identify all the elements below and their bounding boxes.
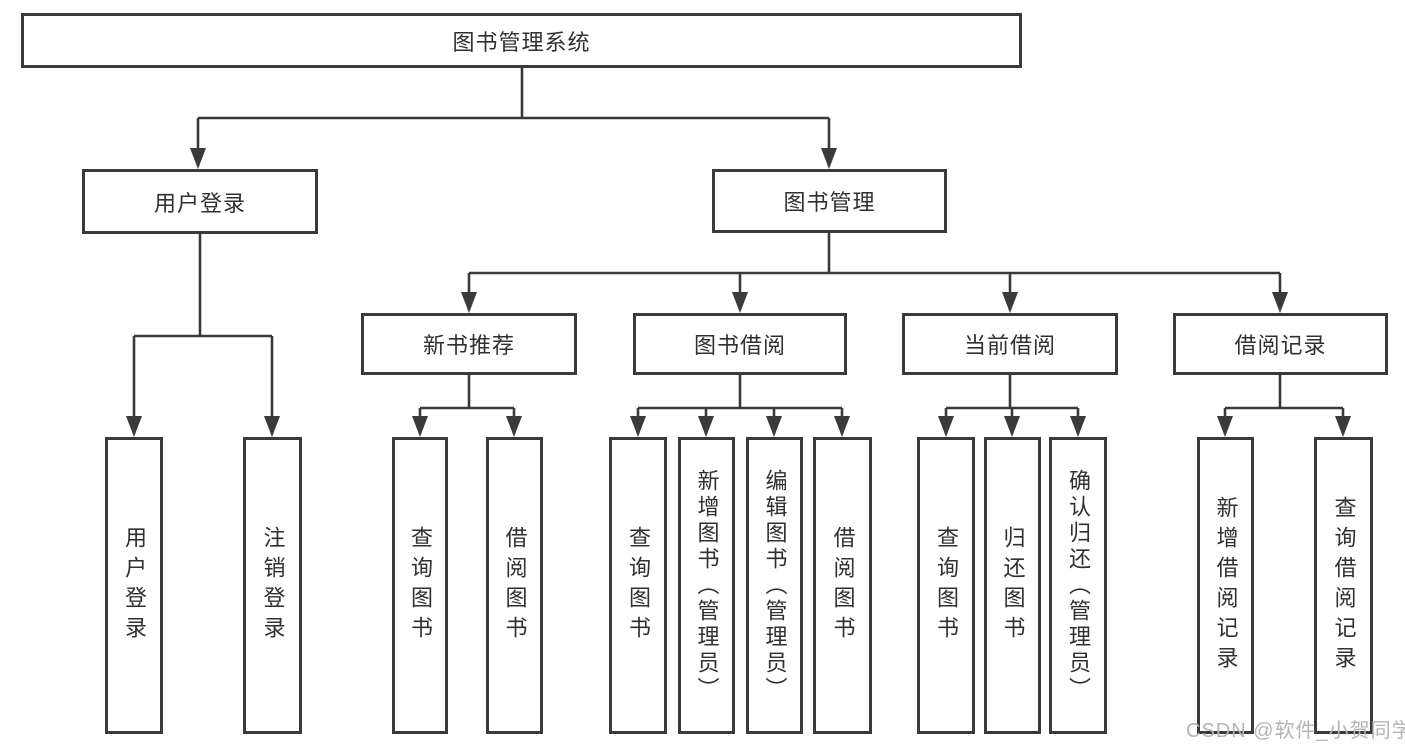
node-root: 图书管理系统 xyxy=(21,13,1022,68)
node-borrow-records: 借阅记录 xyxy=(1173,313,1388,375)
leaf-br-query-borrow-record: 查询借阅记录 xyxy=(1314,437,1373,734)
node-new-book-recommend: 新书推荐 xyxy=(361,313,577,375)
leaf-cb-query-books: 查询图书 xyxy=(917,437,975,734)
node-book-management-label: 图书管理 xyxy=(783,190,876,215)
node-root-label: 图书管理系统 xyxy=(452,29,591,55)
leaf-br-add-borrow-record: 新增借阅记录 xyxy=(1197,437,1254,734)
csdn-watermark: CSDN @软件_小贺同学 xyxy=(1186,720,1405,742)
leaf-bb-borrow-books: 借阅图书 xyxy=(813,437,872,734)
leaf-cb-return-books: 归还图书 xyxy=(984,437,1041,734)
node-book-borrow: 图书借阅 xyxy=(633,313,847,375)
leaf-nbr-query-books: 查询图书 xyxy=(392,437,448,734)
leaf-user-login: 用户登录 xyxy=(105,437,163,734)
leaf-nbr-borrow-books: 借阅图书 xyxy=(486,437,543,734)
leaf-bb-query-books: 查询图书 xyxy=(609,437,667,734)
leaf-bb-edit-books-admin: 编辑图书（管理员） xyxy=(746,437,803,734)
arrowheads xyxy=(126,148,1351,437)
leaf-cb-confirm-return-admin: 确认归还（管理员） xyxy=(1049,437,1107,734)
leaf-logout: 注销登录 xyxy=(243,437,302,734)
node-user-login: 用户登录 xyxy=(82,169,318,234)
node-user-login-label: 用户登录 xyxy=(153,190,246,216)
node-book-management: 图书管理 xyxy=(712,169,947,233)
node-current-borrow: 当前借阅 xyxy=(902,313,1118,375)
node-new-book-recommend-label: 新书推荐 xyxy=(422,333,515,358)
node-book-borrow-label: 图书借阅 xyxy=(693,333,786,358)
node-current-borrow-label: 当前借阅 xyxy=(963,333,1056,358)
leaf-bb-add-books-admin: 新增图书（管理员） xyxy=(678,437,735,734)
node-borrow-records-label: 借阅记录 xyxy=(1234,333,1327,358)
